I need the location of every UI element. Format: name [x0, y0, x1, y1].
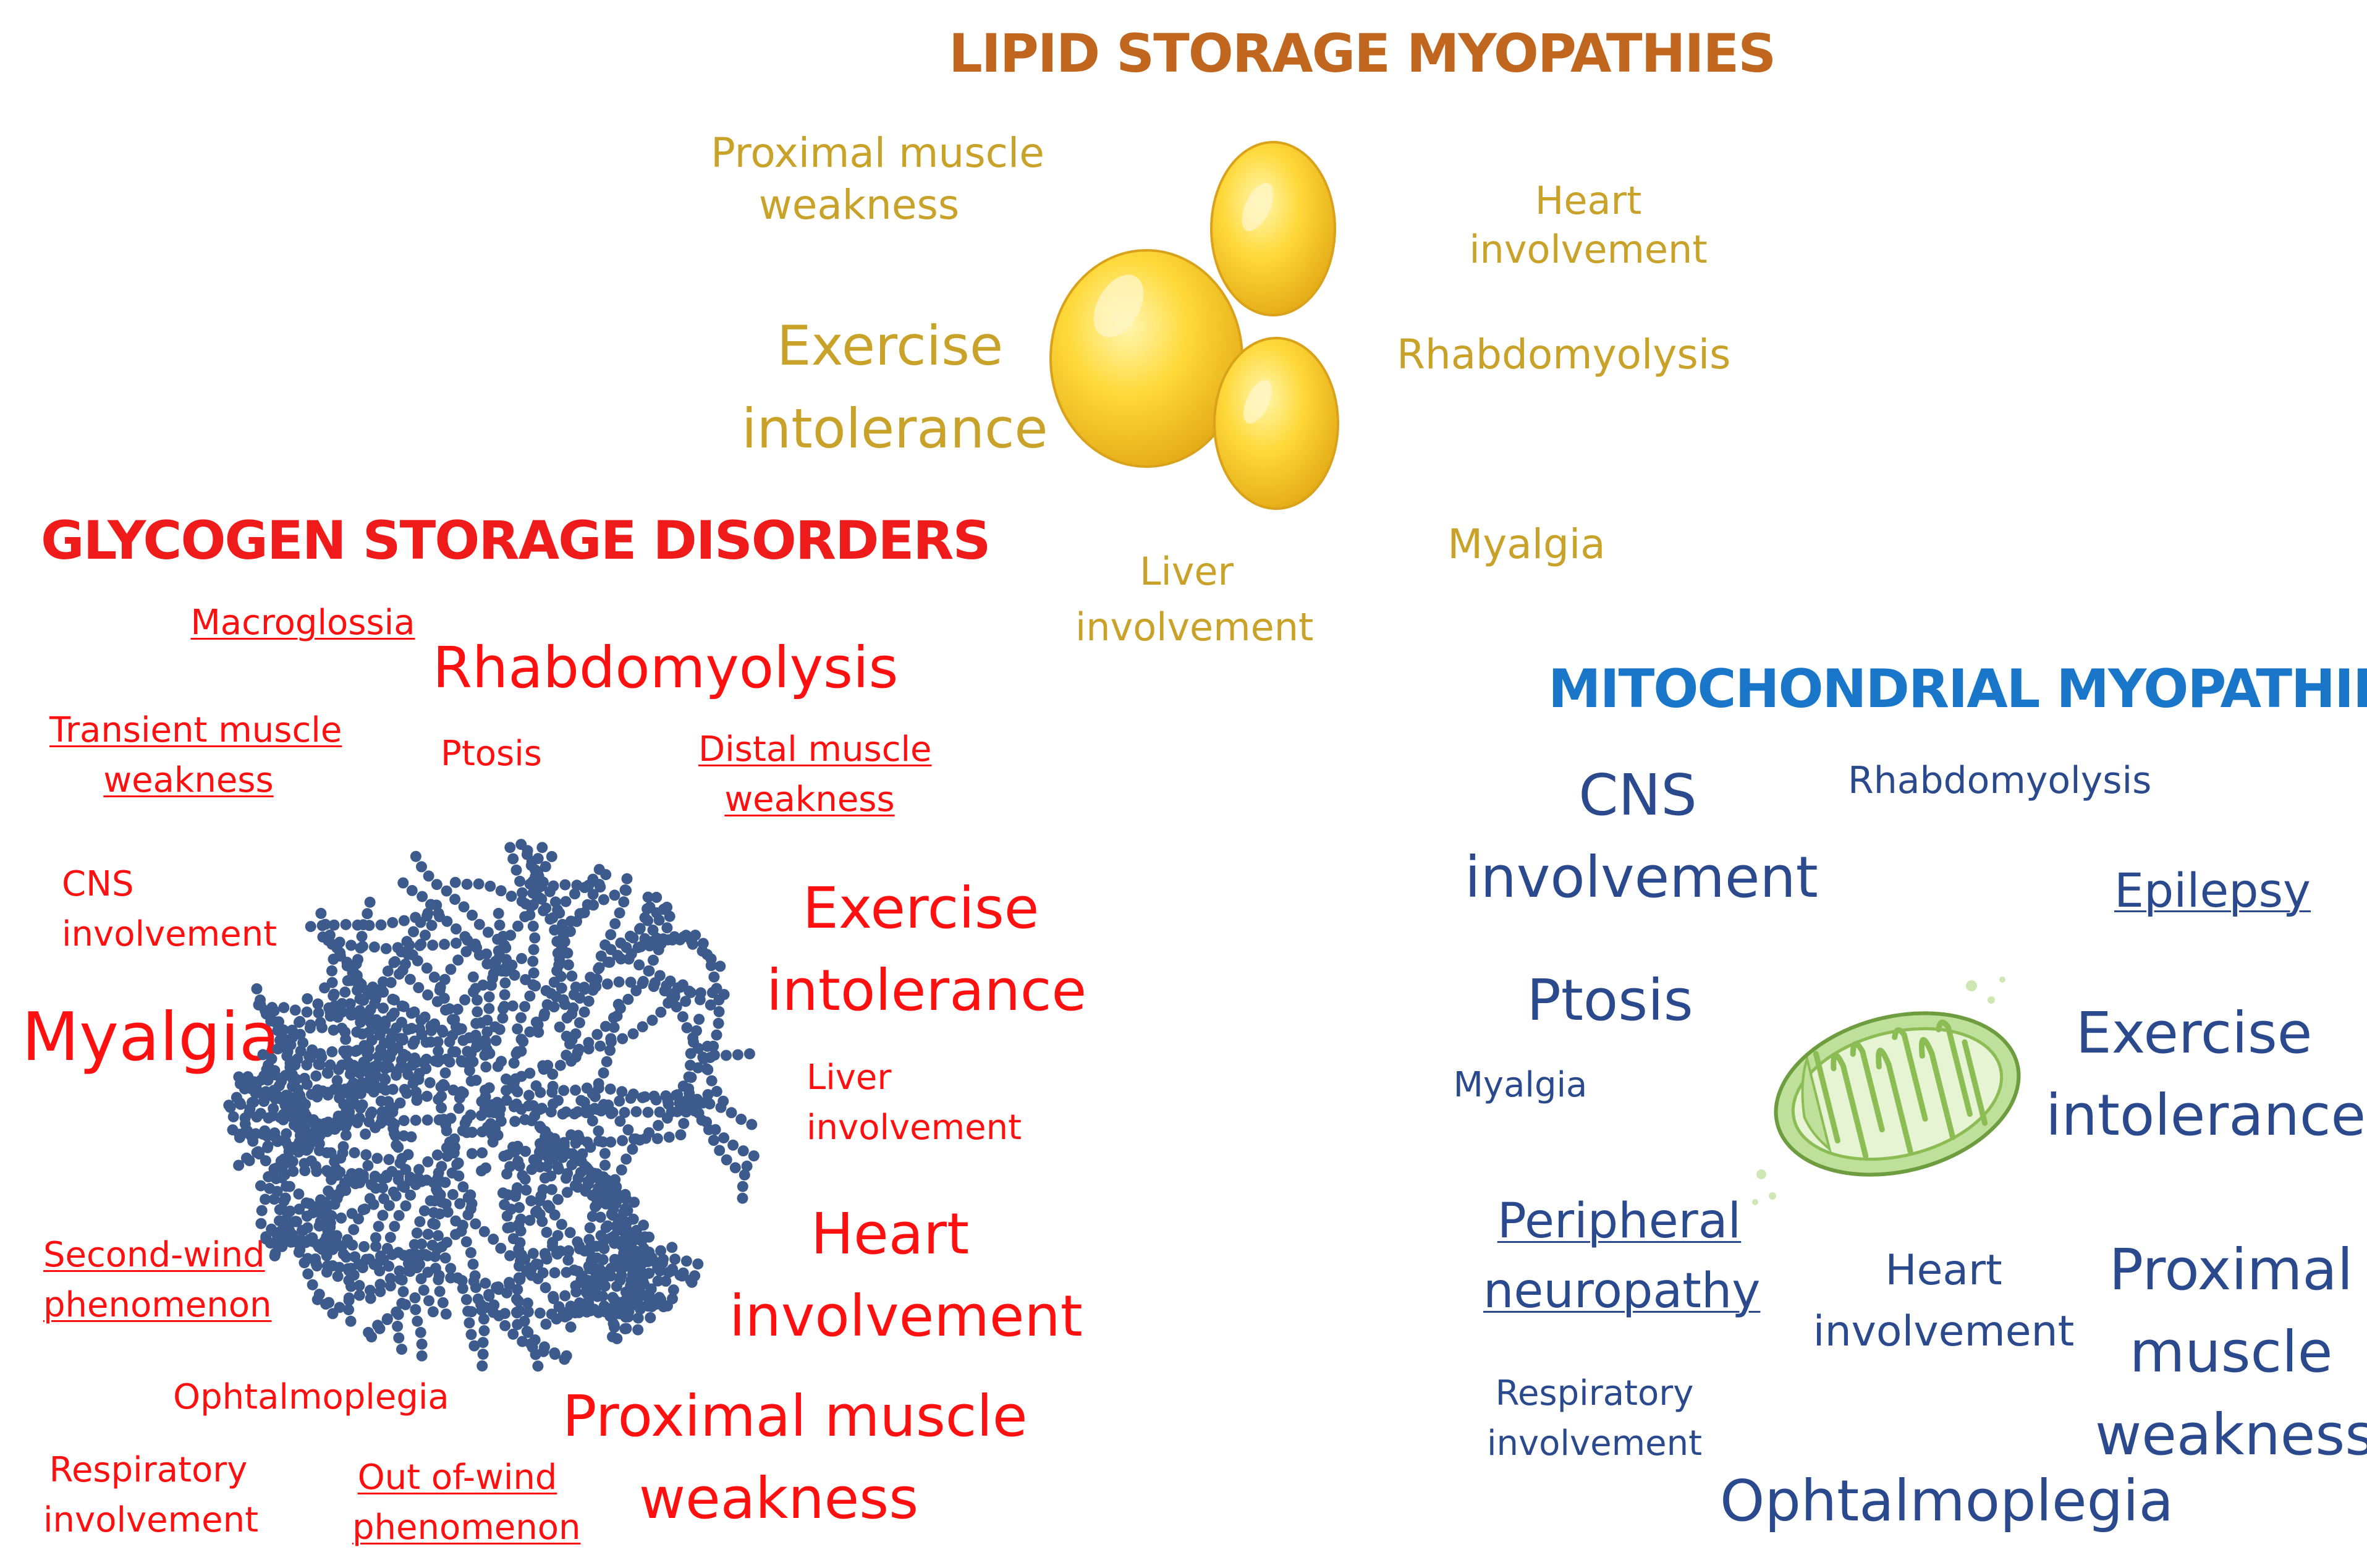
mito-heart-involvement: Heart involvement [1813, 1246, 2075, 1356]
mito-epilepsy: Epilepsy [2114, 863, 2311, 918]
lipid-section-title: LIPID STORAGE MYOPATHIES [949, 23, 1776, 85]
glycogen-exercise-intolerance: Exercise intolerance [766, 875, 1087, 1024]
mito-myalgia: Myalgia [1453, 1065, 1588, 1105]
lipid-heart-involvement: Heart involvement [1469, 178, 1708, 273]
lipid-exercise-intolerance: Exercise intolerance [742, 314, 1048, 460]
glycogen-myalgia: Myalgia [22, 999, 281, 1076]
mitochondrion-icon [1752, 977, 2021, 1205]
lipid-droplets-icon [1049, 141, 1339, 510]
mito-proximal-weakness: Proximal muscle weakness [2095, 1237, 2367, 1468]
glycogen-molecule-icon [223, 839, 760, 1372]
mito-section-title: MITOCHONDRIAL MYOPATHIES [1548, 658, 2367, 720]
lipid-rhabdomyolysis: Rhabdomyolysis [1397, 331, 1731, 378]
mito-peripheral-neuropathy: Peripheral neuropathy [1483, 1193, 1761, 1320]
glycogen-second-wind: Second-wind phenomenon [43, 1235, 272, 1326]
glycogen-proximal-weakness: Proximal muscle weakness [562, 1383, 1028, 1532]
glycogen-out-of-wind: Out of-wind phenomenon [352, 1457, 581, 1548]
mito-exercise-intolerance: Exercise intolerance [2046, 1000, 2366, 1149]
lipid-proximal-weakness: Proximal muscle weakness [711, 129, 1044, 229]
glycogen-ptosis: Ptosis [441, 734, 542, 774]
glycogen-distal-weakness: Distal muscle weakness [698, 729, 932, 820]
mito-ophtalmoplegia: Ophtalmoplegia [1720, 1468, 2174, 1534]
lipid-myalgia: Myalgia [1447, 520, 1606, 568]
glycogen-heart-involvement: Heart involvement [729, 1201, 1083, 1350]
glycogen-cns-involvement: CNS involvement [62, 864, 277, 955]
mito-respiratory-involvement: Respiratory involvement [1486, 1373, 1703, 1464]
glycogen-respiratory-involvement: Respiratory involvement [43, 1450, 259, 1541]
mito-cns-involvement: CNS involvement [1465, 762, 1818, 911]
glycogen-transient-weakness: Transient muscle weakness [49, 710, 342, 801]
glycogen-rhabdomyolysis: Rhabdomyolysis [433, 635, 899, 701]
glycogen-ophtalmoplegia: Ophtalmoplegia [173, 1377, 449, 1417]
glycogen-liver-involvement: Liver involvement [807, 1057, 1022, 1148]
lipid-liver-involvement: Liver involvement [1075, 549, 1314, 650]
mito-rhabdomyolysis: Rhabdomyolysis [1848, 759, 2152, 802]
mito-ptosis: Ptosis [1526, 967, 1693, 1033]
glycogen-macroglossia: Macroglossia [190, 603, 415, 643]
glycogen-section-title: GLYCOGEN STORAGE DISORDERS [41, 510, 991, 572]
